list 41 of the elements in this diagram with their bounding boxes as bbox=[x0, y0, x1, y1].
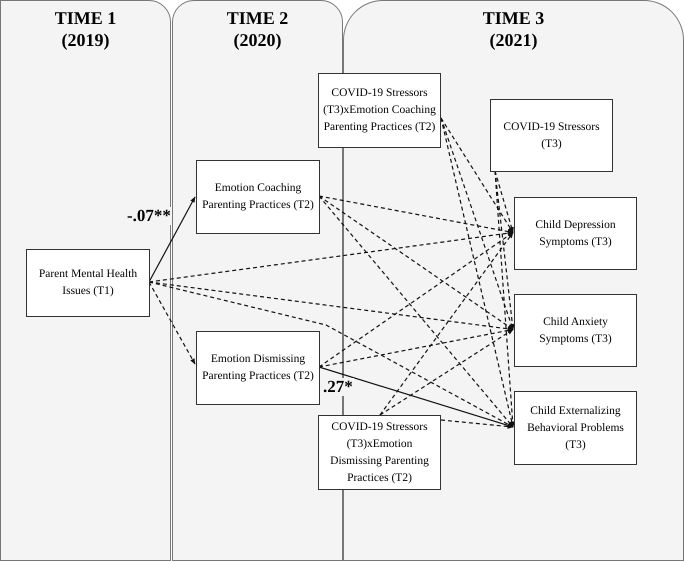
variable-box bbox=[26, 249, 150, 317]
time-heading: TIME 2 (2020) bbox=[226, 7, 290, 51]
arrow bbox=[148, 196, 196, 282]
variable-box bbox=[196, 331, 320, 405]
time-heading: TIME 1 (2019) bbox=[54, 7, 118, 51]
variable-box bbox=[514, 294, 637, 367]
variable-label: Child Depression Symptoms (T3) bbox=[534, 218, 617, 250]
dashed-arrow bbox=[440, 118, 514, 330]
dashed-arrow bbox=[148, 282, 196, 365]
variable-box bbox=[318, 415, 441, 490]
dashed-arrow bbox=[318, 195, 514, 234]
variable-label: Child Externalizing Behavioral Problems (T3) bbox=[526, 404, 625, 452]
variable-label: COVID-19 Stressors (T3) bbox=[502, 120, 601, 152]
dashed-arrow bbox=[494, 170, 514, 234]
variable-box bbox=[318, 73, 441, 148]
dashed-arrow bbox=[318, 196, 514, 428]
dashed-arrow bbox=[318, 232, 514, 368]
variable-label: COVID-19 Stressors (T3)xEmotion Dismissing Parenting Practices (T2) bbox=[329, 420, 430, 486]
dashed-arrow bbox=[318, 196, 514, 330]
dashed-arrow bbox=[494, 170, 515, 330]
dashed-arrow bbox=[440, 118, 514, 428]
variable-label: Child Anxiety Symptoms (T3) bbox=[538, 314, 613, 346]
edge-label: -.07** bbox=[126, 207, 172, 225]
dashed-arrow bbox=[318, 328, 514, 368]
time-panel bbox=[0, 0, 171, 561]
variable-box bbox=[490, 99, 613, 172]
arrow bbox=[318, 366, 514, 428]
variable-label: Emotion Coaching Parenting Practices (T2) bbox=[201, 181, 315, 213]
dashed-arrow bbox=[440, 419, 514, 429]
variable-label: COVID-19 Stressors (T3)xEmotion Coaching Parenting Practices (T2) bbox=[322, 86, 437, 135]
variable-box bbox=[514, 197, 637, 270]
variable-box bbox=[514, 391, 637, 465]
variable-label: Parent Mental Health Issues (T1) bbox=[38, 267, 138, 299]
variable-box bbox=[196, 160, 320, 234]
time-heading: TIME 3 (2021) bbox=[482, 7, 546, 51]
dashed-arrow bbox=[440, 118, 514, 233]
dashed-arrow bbox=[380, 232, 514, 416]
variable-label: Emotion Dismissing Parenting Practices (T2) bbox=[201, 352, 315, 384]
edge-label: .27* bbox=[322, 378, 354, 396]
dashed-arrow bbox=[494, 170, 516, 428]
dashed-arrow bbox=[380, 329, 514, 416]
